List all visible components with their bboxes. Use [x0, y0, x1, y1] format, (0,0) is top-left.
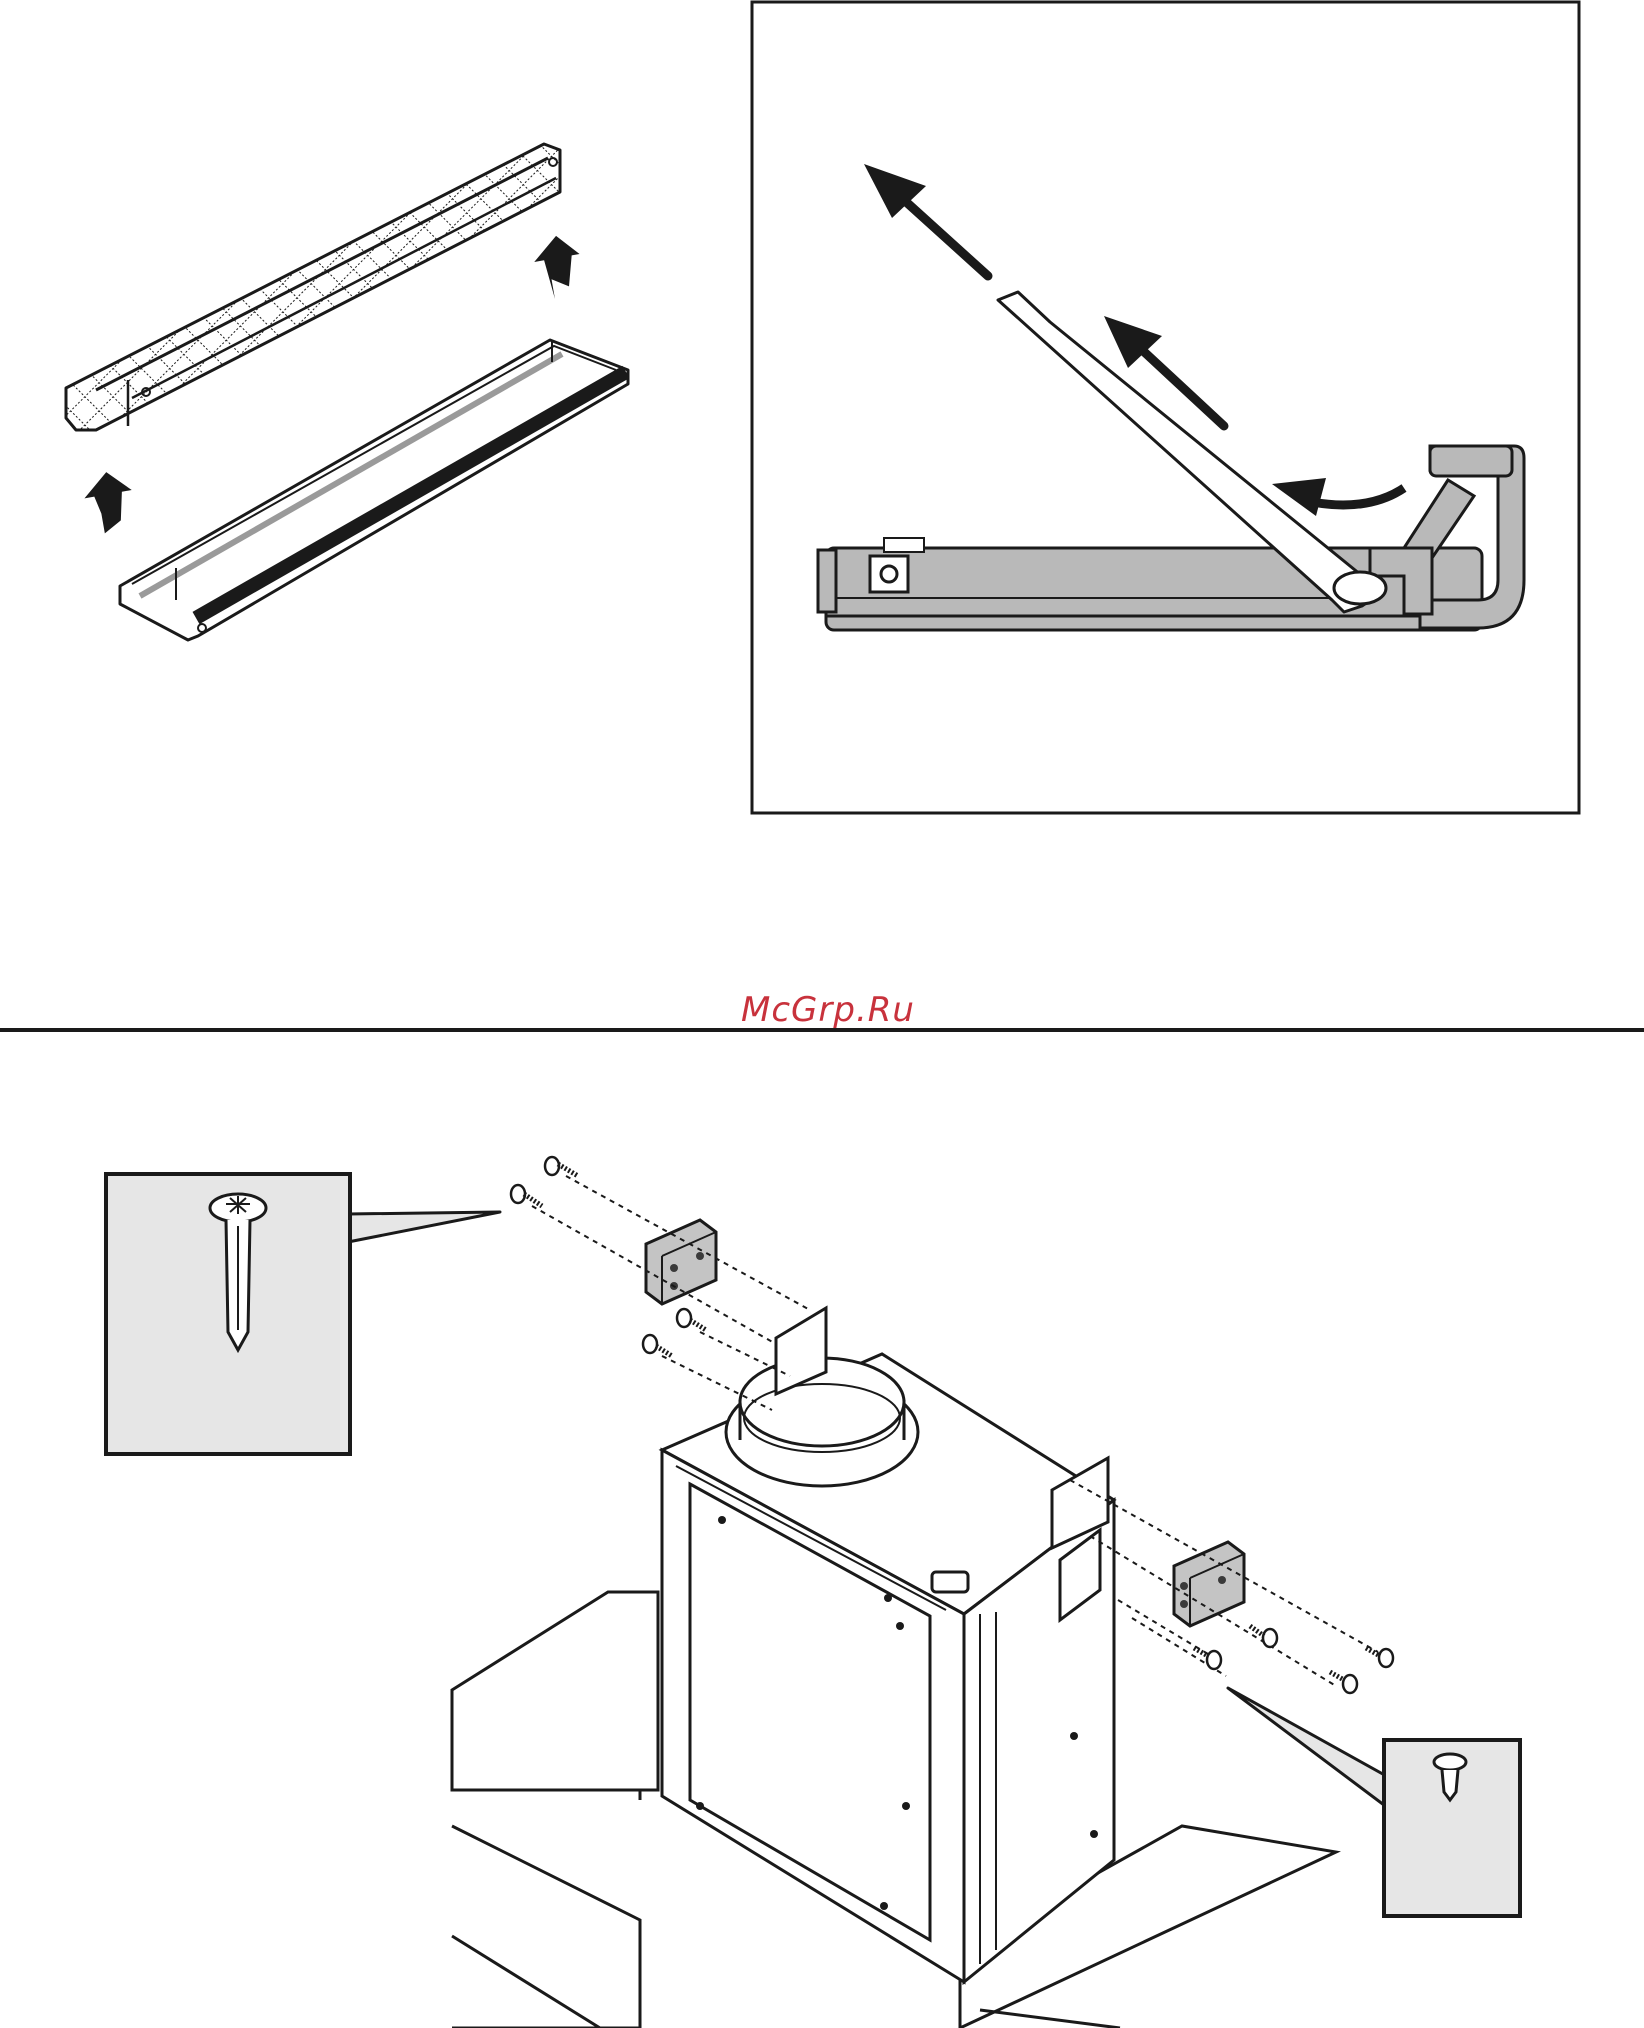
up-arrow-icon [81, 468, 139, 535]
motor-housing [662, 1308, 1114, 1982]
screw-icon [643, 1335, 672, 1356]
screw-icon [1366, 1648, 1393, 1667]
watermark-text: McGrp.Ru [0, 990, 1644, 1030]
screw-icon [677, 1309, 706, 1330]
filter-tilt-detail-panel [752, 2, 1579, 813]
up-arrow-icon [530, 232, 586, 301]
screw-icon [545, 1157, 578, 1176]
bracket-mounting-diagram [106, 1157, 1520, 2028]
filter-removal-diagram [66, 144, 628, 640]
screw-icon [1330, 1672, 1357, 1693]
screw-icon [1194, 1648, 1221, 1669]
screw-callout-left [106, 1174, 500, 1454]
mounting-bracket [1174, 1542, 1244, 1626]
detail-frame [752, 2, 1579, 813]
filter-frame [120, 340, 628, 640]
screw-icon [511, 1185, 542, 1206]
